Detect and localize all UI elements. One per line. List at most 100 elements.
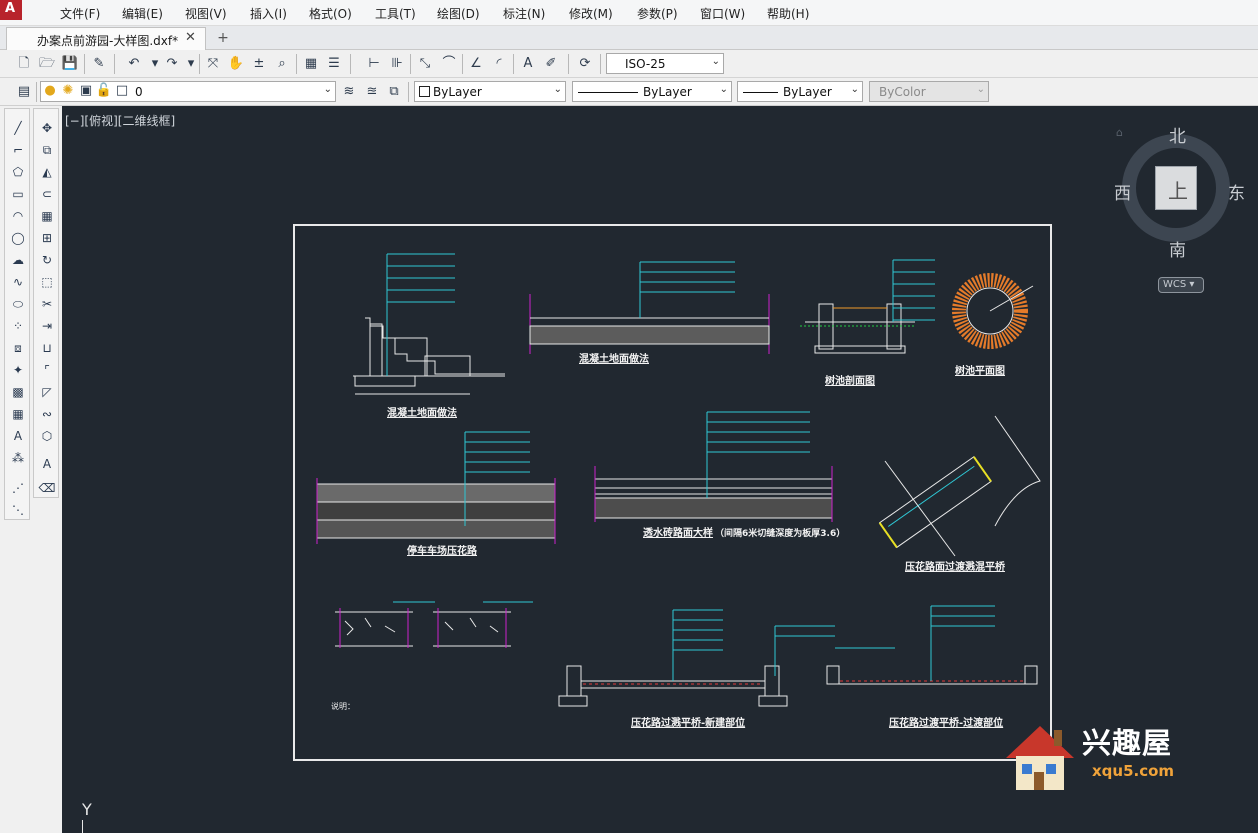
text-style-icon[interactable]: A xyxy=(523,56,533,71)
menu-tools[interactable]: 工具(T) xyxy=(375,7,416,21)
viewport-controls-label[interactable]: [−][俯视][二维线框] xyxy=(65,114,176,128)
compass-east[interactable]: 东 xyxy=(1228,184,1245,204)
drawing-viewport[interactable]: [−][俯视][二维线框] xyxy=(62,106,1258,833)
menu-modify[interactable]: 修改(M) xyxy=(569,7,613,21)
lineweight-select[interactable]: ByLayer ⌄ xyxy=(737,81,863,102)
refresh-icon[interactable]: ⟳ xyxy=(579,56,591,71)
viewcube[interactable]: ⌂ 上 北 南 东 西 WCS ▾ xyxy=(1114,126,1246,293)
menu-insert[interactable]: 插入(I) xyxy=(250,7,287,21)
plot-icon[interactable]: ✎ xyxy=(93,56,105,71)
offset-icon[interactable]: ⊂ xyxy=(41,187,53,201)
dimension-style-select[interactable]: ISO-25 ⌄ xyxy=(606,53,724,74)
viewcube-top-face[interactable]: 上 xyxy=(1155,166,1197,210)
menu-draw[interactable]: 绘图(D) xyxy=(437,7,480,21)
line-icon[interactable]: ╱ xyxy=(14,121,22,135)
redo-icon[interactable]: ↷ xyxy=(166,56,178,71)
color-select[interactable]: ByLayer ⌄ xyxy=(414,81,566,102)
home-icon[interactable]: ⌂ xyxy=(1116,126,1123,139)
zoom-window-icon[interactable]: ⌕ xyxy=(278,56,286,71)
radius-dimension-icon[interactable]: ◜ xyxy=(496,56,502,71)
layer-match-icon[interactable]: ⧉ xyxy=(389,84,399,99)
zoom-realtime-icon[interactable]: ± xyxy=(253,56,265,71)
angular-dimension-icon[interactable]: ∠ xyxy=(470,56,482,71)
new-file-icon[interactable]: 🗋 xyxy=(18,56,30,71)
dimension-style-icon[interactable]: ✐ xyxy=(545,56,557,71)
arc-icon[interactable]: ◠ xyxy=(12,209,24,223)
fillet-icon[interactable]: ⌜ xyxy=(44,363,50,377)
array-icon[interactable]: ▦ xyxy=(41,209,53,223)
rotate-icon[interactable]: ↻ xyxy=(41,253,53,267)
erase-icon[interactable]: ⌫ xyxy=(38,481,56,495)
open-file-icon[interactable]: 🗁 xyxy=(38,56,56,71)
linetype-select[interactable]: ByLayer ⌄ xyxy=(572,81,732,102)
layer-thaw-icon[interactable]: ✺ xyxy=(62,83,74,98)
make-current-layer-icon[interactable]: ≋ xyxy=(343,84,355,99)
mirror-icon[interactable]: ◭ xyxy=(42,165,52,179)
undo-icon[interactable]: ↶ xyxy=(128,56,140,71)
menu-parametric[interactable]: 参数(P) xyxy=(637,7,678,21)
new-tab-button[interactable]: + xyxy=(217,30,229,46)
document-tab[interactable]: 办案点前游园-大样图.dxf* ✕ xyxy=(6,27,206,50)
explode-icon[interactable]: ⬡ xyxy=(41,429,53,443)
baseline-dimension-icon[interactable]: ⊪ xyxy=(391,56,403,71)
ellipse-icon[interactable]: ⬭ xyxy=(12,297,24,311)
layer-manager-icon[interactable]: ▤ xyxy=(17,84,31,99)
circle-icon[interactable]: ◯ xyxy=(11,231,25,245)
table-icon[interactable]: ▦ xyxy=(12,407,24,421)
trim-icon[interactable]: ✂ xyxy=(41,297,53,311)
properties-icon[interactable]: ☰ xyxy=(328,56,340,71)
rectangle-icon[interactable]: ▭ xyxy=(12,187,24,201)
make-block-icon[interactable]: ✦ xyxy=(12,363,24,377)
insert-block-icon[interactable]: ⧈ xyxy=(14,341,22,355)
divide-icon[interactable]: ⋱ xyxy=(12,503,24,517)
spline-icon[interactable]: ∿ xyxy=(12,275,24,289)
aligned-dimension-icon[interactable]: ⤡ xyxy=(419,56,431,71)
break-icon[interactable]: ⊔ xyxy=(42,341,52,355)
menu-file[interactable]: 文件(F) xyxy=(60,7,101,21)
multiline-text-icon[interactable]: A xyxy=(13,429,23,443)
polygon-icon[interactable]: ⬠ xyxy=(12,165,24,179)
compass-west[interactable]: 西 xyxy=(1114,184,1131,204)
close-tab-icon[interactable]: ✕ xyxy=(185,30,196,45)
app-logo-icon[interactable] xyxy=(0,0,22,20)
linear-dimension-icon[interactable]: ⊢ xyxy=(368,56,380,71)
redo-dropdown-icon[interactable]: ▾ xyxy=(187,56,195,71)
chevron-down-icon: ⌄ xyxy=(711,56,720,67)
wcs-menu-button[interactable]: WCS ▾ xyxy=(1158,277,1204,293)
layer-viewport-icon[interactable]: ▣ xyxy=(79,83,93,98)
scale-icon[interactable]: ⬚ xyxy=(41,275,53,289)
compass-north[interactable]: 北 xyxy=(1169,127,1186,147)
zoom-extents-icon[interactable]: ⤧ xyxy=(207,56,219,71)
layer-select[interactable]: ● ✺ ▣ 🔓 □ 0 ⌄ xyxy=(40,81,336,102)
measure-icon[interactable]: ⋰ xyxy=(12,481,24,495)
menu-format[interactable]: 格式(O) xyxy=(309,7,352,21)
layer-previous-icon[interactable]: ≊ xyxy=(366,84,378,99)
layer-lock-icon[interactable]: 🔓 xyxy=(95,83,113,98)
polyline-icon[interactable]: ⌐ xyxy=(12,143,24,157)
revision-cloud-icon[interactable]: ☁ xyxy=(12,253,24,267)
menu-view[interactable]: 视图(V) xyxy=(185,7,227,21)
undo-dropdown-icon[interactable]: ▾ xyxy=(151,56,159,71)
chamfer-icon[interactable]: ◸ xyxy=(42,385,52,399)
arc-dimension-icon[interactable]: ⌒ xyxy=(442,56,456,71)
copy-icon[interactable]: ⧉ xyxy=(42,143,52,157)
calculator-icon[interactable]: ▦ xyxy=(304,56,318,71)
extend-icon[interactable]: ⇥ xyxy=(41,319,53,333)
hatch-icon[interactable]: ▩ xyxy=(12,385,24,399)
array-path-icon[interactable]: ⊞ xyxy=(41,231,53,245)
house-logo-icon xyxy=(1006,726,1074,790)
menu-window[interactable]: 窗口(W) xyxy=(700,7,746,21)
point-icon[interactable]: ⁘ xyxy=(12,319,24,333)
menu-dimension[interactable]: 标注(N) xyxy=(503,7,546,21)
move-icon[interactable]: ✥ xyxy=(41,121,53,135)
save-icon[interactable]: 💾 xyxy=(61,56,79,71)
layer-on-icon[interactable]: ● xyxy=(44,83,56,98)
text-edit-icon[interactable]: A xyxy=(42,457,52,471)
compass-south[interactable]: 南 xyxy=(1169,241,1186,261)
blend-icon[interactable]: ∾ xyxy=(41,407,53,421)
menu-help[interactable]: 帮助(H) xyxy=(767,7,810,21)
menu-edit[interactable]: 编辑(E) xyxy=(122,7,163,21)
region-icon[interactable]: ⁂ xyxy=(12,451,24,465)
pan-icon[interactable]: ✋ xyxy=(227,56,245,71)
watermark-text: 兴趣屋 xyxy=(1082,726,1173,760)
